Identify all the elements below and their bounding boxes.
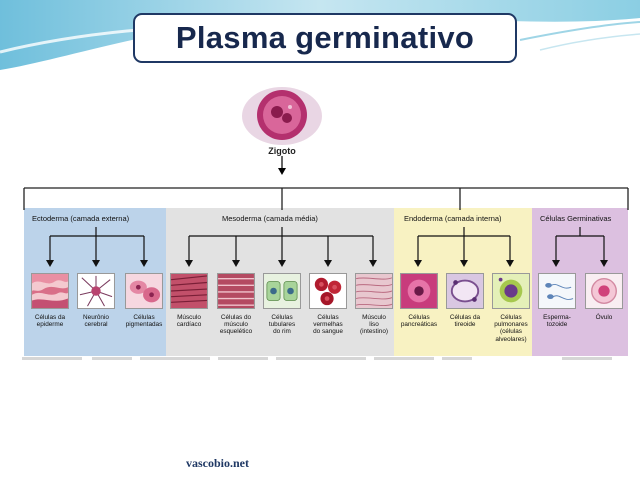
zygote-label: Zigoto — [268, 146, 296, 156]
ovum-cell-image — [585, 273, 623, 309]
pancreatic-cell-image — [400, 273, 438, 309]
page-title: Plasma germinativo — [175, 20, 475, 55]
epidermis-cell-image — [31, 273, 69, 309]
smooth-muscle-image — [355, 273, 393, 309]
title-box: Plasma germinativo — [133, 13, 517, 63]
mesoderm-label: Mesoderma (camada média) — [220, 214, 320, 223]
thyroid-cell-image — [446, 273, 484, 309]
neuron-cell-image — [77, 273, 115, 309]
faded-caption-strip — [22, 357, 612, 360]
zygote-illustration — [242, 87, 322, 145]
skeletal-muscle-image — [217, 273, 255, 309]
ectoderm-label: Ectoderma (camada externa) — [30, 214, 132, 223]
red-blood-cell-image — [309, 273, 347, 309]
germ-label: Células Germinativas — [538, 214, 614, 223]
cell-label-sperm: Esperma-tozoide — [543, 314, 571, 329]
footer-source: vascobio.net — [186, 456, 249, 470]
lung-cell-image — [492, 273, 530, 309]
cardiac-muscle-image — [170, 273, 208, 309]
cell-label-ovum: Óvulo — [595, 314, 613, 321]
pigment-cell-image — [125, 273, 163, 309]
endoderm-label: Endoderma (camada interna) — [402, 214, 504, 223]
kidney-tubule-cell-image — [263, 273, 301, 309]
sperm-cell-image — [538, 273, 576, 309]
